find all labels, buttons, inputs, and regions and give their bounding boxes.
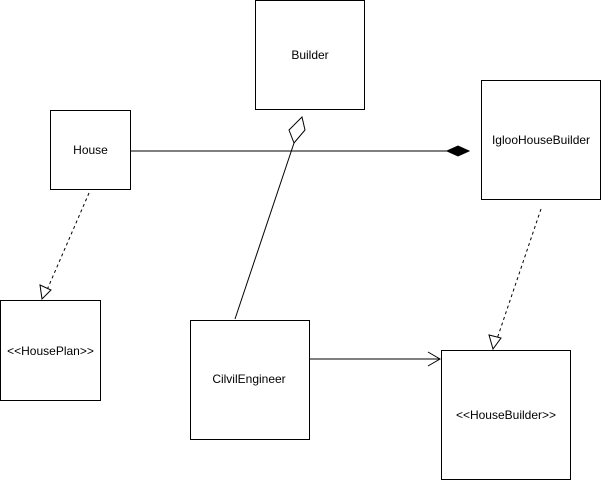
class-house[interactable]: House — [50, 110, 131, 190]
class-civil-engineer[interactable]: CilvilEngineer — [190, 320, 310, 440]
edge-igloo-housebuilder-realization[interactable] — [488, 208, 542, 351]
open-arrowhead — [427, 351, 441, 367]
class-builder[interactable]: Builder — [255, 0, 365, 110]
class-igloo-house-builder[interactable]: IglooHouseBuilder — [481, 80, 601, 200]
aggregation-diamond — [288, 116, 306, 144]
class-builder-label: Builder — [291, 48, 329, 62]
class-igloo-house-builder-label: IglooHouseBuilder — [491, 133, 591, 147]
interface-house-builder[interactable]: <<HouseBuilder>> — [441, 350, 571, 480]
interface-house-plan[interactable]: <<HousePlan>> — [0, 300, 101, 401]
realization-arrowhead — [488, 334, 502, 351]
class-civil-engineer-label: CilvilEngineer — [212, 372, 286, 386]
edge-house-igloo-composition[interactable] — [131, 145, 471, 157]
edge-house-houseplan-realization[interactable] — [39, 192, 90, 301]
composition-diamond — [445, 145, 471, 157]
realization-arrowhead — [39, 284, 52, 301]
edge-civil-builder-aggregation[interactable] — [234, 116, 306, 320]
class-house-label: House — [73, 143, 108, 157]
interface-house-builder-label: <<HouseBuilder>> — [455, 408, 557, 422]
interface-house-plan-label: <<HousePlan>> — [7, 343, 94, 358]
